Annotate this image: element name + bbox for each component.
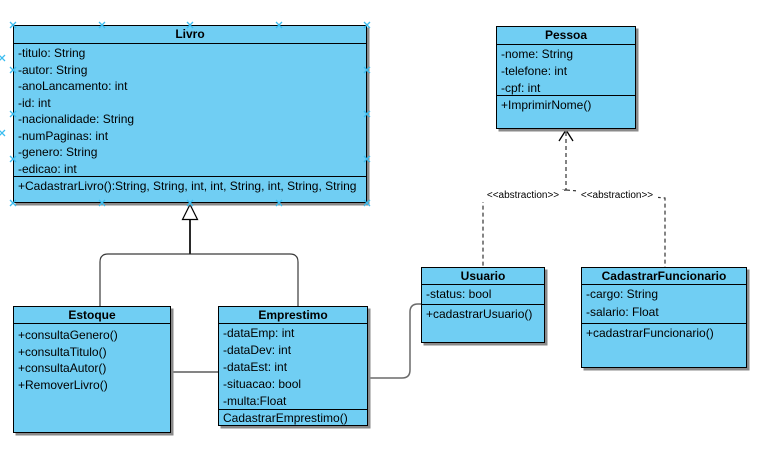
- association-emprestimo-usuario[interactable]: [368, 303, 421, 379]
- attribute: -numPaginas: int: [18, 128, 109, 143]
- attribute: -telefone: int: [501, 63, 568, 78]
- method: +cadastrarUsuario(): [426, 307, 533, 321]
- class-emprestimo-methods: CadastrarEmprestimo(): [219, 410, 367, 427]
- attribute: -multa:Float: [223, 394, 287, 408]
- attribute: -anoLancamento: int: [18, 79, 128, 93]
- class-emprestimo-attributes: -dataEmp: int -dataDev: int -dataEst: in…: [219, 324, 367, 410]
- generalization-branch-line[interactable]: [99, 253, 299, 306]
- class-livro-title: Livro: [14, 26, 366, 44]
- attribute: -cargo: String: [586, 287, 659, 301]
- class-cadastrarfuncionario-attributes: -cargo: String -salario: Float: [582, 285, 746, 324]
- method: +ImprimirNome(): [501, 98, 592, 112]
- class-estoque[interactable]: Estoque +consultaGenero() +consultaTitul…: [13, 306, 171, 433]
- dependency-open-arrowhead: [558, 128, 574, 142]
- generalization-triangle-arrowhead: [181, 203, 199, 221]
- class-emprestimo[interactable]: Emprestimo -dataEmp: int -dataDev: int -…: [218, 306, 368, 426]
- class-estoque-title: Estoque: [14, 307, 170, 324]
- attribute: -cpf: int: [501, 80, 541, 95]
- attribute: -id: int: [18, 95, 51, 110]
- abstraction-stereotype-label: <<abstraction>>: [482, 190, 564, 202]
- dependency-usuario-dashed-line[interactable]: [482, 189, 567, 267]
- class-usuario-attributes: -status: bool: [422, 285, 544, 305]
- method: +RemoverLivro(): [18, 377, 108, 392]
- method: +consultaTitulo(): [18, 344, 107, 359]
- class-pessoa-attributes: -nome: String -telefone: int -cpf: int: [497, 45, 635, 96]
- attribute: -titulo: String: [18, 46, 86, 60]
- attribute: -genero: String: [18, 145, 98, 159]
- abstraction-stereotype-label: <<abstraction>>: [576, 190, 658, 202]
- class-emprestimo-title: Emprestimo: [219, 307, 367, 324]
- class-usuario-methods: +cadastrarUsuario(): [422, 305, 544, 324]
- class-pessoa[interactable]: Pessoa -nome: String -telefone: int -cpf…: [496, 26, 636, 129]
- attribute: -nome: String: [501, 47, 574, 61]
- attribute: -situacao: bool: [223, 377, 302, 391]
- class-pessoa-title: Pessoa: [497, 27, 635, 45]
- attribute: -nacionalidade: String: [18, 112, 135, 126]
- method: +consultaAutor(): [18, 361, 107, 375]
- class-cadastrarfuncionario-methods: +cadastrarFuncionario(): [582, 324, 746, 344]
- class-livro-attributes: -titulo: String -autor: String -anoLanca…: [14, 44, 366, 177]
- attribute: -dataEst: int: [223, 360, 288, 374]
- class-usuario[interactable]: Usuario -status: bool +cadastrarUsuario(…: [421, 267, 545, 343]
- class-pessoa-methods: +ImprimirNome(): [497, 96, 635, 115]
- dependency-cadastrarfuncionario-dashed-line[interactable]: [565, 189, 666, 267]
- class-livro[interactable]: Livro -titulo: String -autor: String -an…: [13, 25, 367, 203]
- attribute: -dataDev: int: [223, 343, 292, 357]
- class-estoque-methods: +consultaGenero() +consultaTitulo() +con…: [14, 324, 170, 394]
- class-usuario-title: Usuario: [422, 268, 544, 285]
- method: +cadastrarFuncionario(): [586, 326, 714, 340]
- attribute: -salario: Float: [586, 304, 659, 319]
- attribute: -dataEmp: int: [223, 326, 295, 340]
- class-cadastrarfuncionario-title: CadastrarFuncionario: [582, 268, 746, 285]
- method: +CadastrarLivro():String, String, int, i…: [18, 179, 357, 193]
- attribute: -autor: String: [18, 62, 88, 77]
- method: CadastrarEmprestimo(): [223, 411, 348, 425]
- attribute: -edicao: int: [18, 161, 77, 176]
- class-livro-methods: +CadastrarLivro():String, String, int, i…: [14, 177, 366, 196]
- attribute: -status: bool: [426, 287, 492, 301]
- class-cadastrarfuncionario[interactable]: CadastrarFuncionario -cargo: String -sal…: [581, 267, 747, 368]
- method: +consultaGenero(): [18, 328, 118, 342]
